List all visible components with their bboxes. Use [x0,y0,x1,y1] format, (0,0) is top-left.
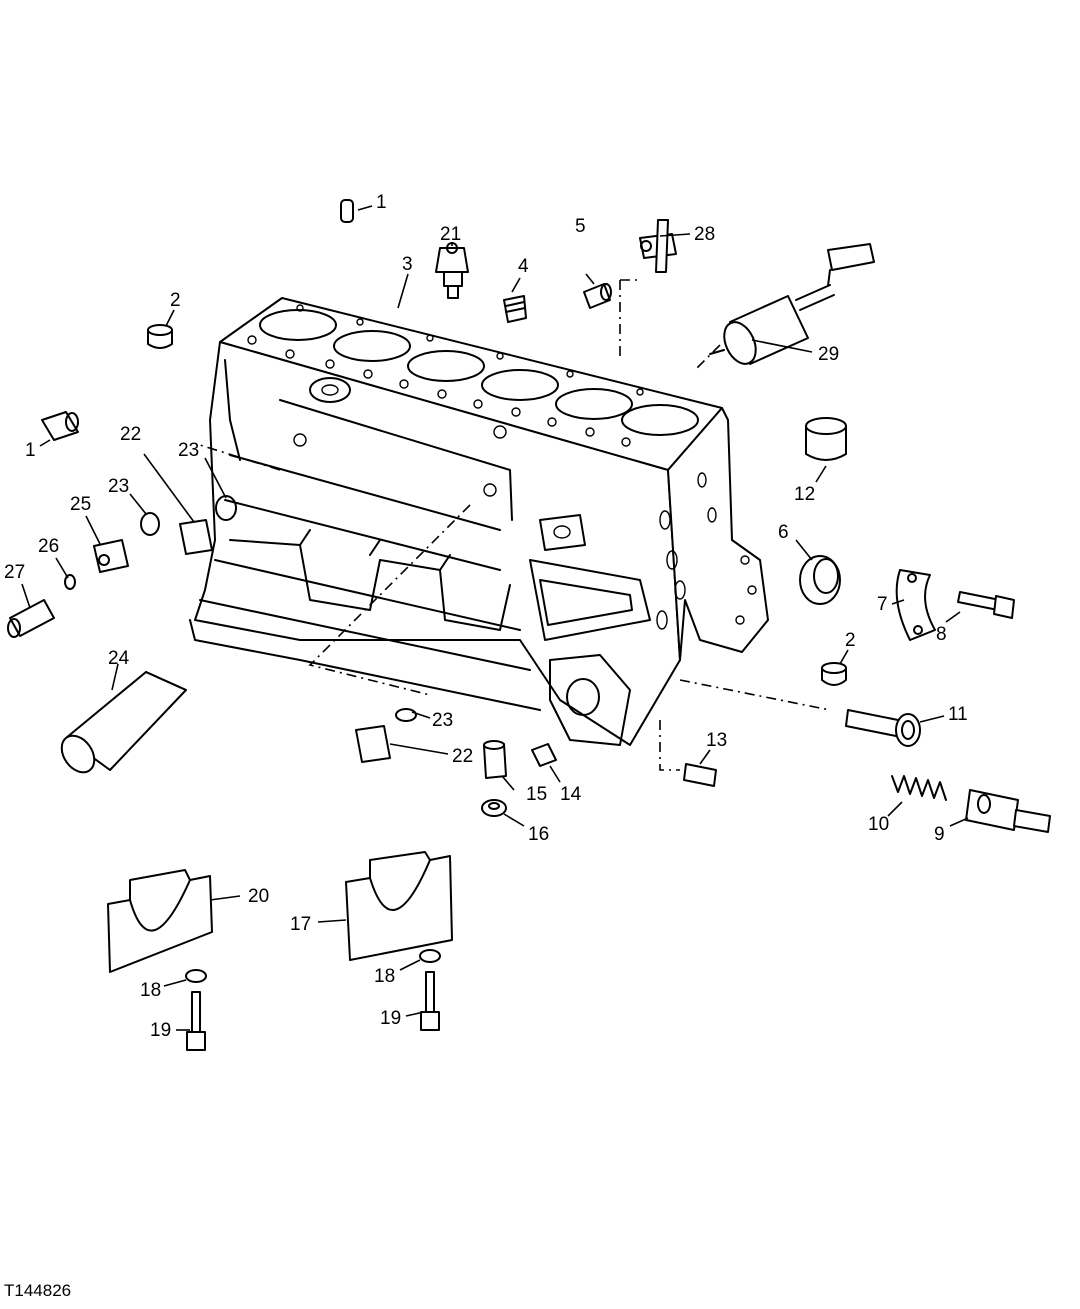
part-plug-lower [821,662,847,686]
part-plug-22-lower [355,708,417,763]
callout-3: 3 [402,254,413,275]
part-spring-10 [891,775,947,801]
part-fitting-27 [7,599,55,638]
callout-22-lower: 22 [452,746,473,767]
part-plug-14 [531,743,557,767]
cylinder-block [189,297,769,746]
callout-23-left: 23 [108,476,129,497]
part-washer-18b [419,949,441,963]
part-bolt-19b [420,971,440,1031]
part-bolt-19a [186,991,206,1051]
callout-25: 25 [70,494,91,515]
callout-10: 10 [868,814,889,835]
callout-18-left: 18 [140,980,161,1001]
callout-4: 4 [518,256,529,277]
callout-2-upper: 2 [170,290,181,311]
assembly-lines [199,279,831,771]
part-clip-28 [639,219,677,273]
part-heater-29 [709,243,875,365]
part-dowel-left [41,411,79,441]
part-bearing-cap-20 [107,869,213,973]
part-dowel-top [340,199,354,223]
leader-lines [21,205,969,1031]
part-bolt-8 [957,591,1015,619]
part-plug-22-left [140,495,237,555]
part-thrust-7 [895,569,936,641]
callout-19-right: 19 [380,1008,401,1029]
callout-23-upper: 23 [178,440,199,461]
callout-2-lower: 2 [845,630,856,651]
callout-8: 8 [936,624,947,645]
part-sealant-tube-24 [60,671,187,774]
part-plug-4 [503,295,527,323]
part-nozzle-15 [483,740,507,779]
callout-20: 20 [248,886,269,907]
part-plug-5 [583,283,612,309]
part-sender-21 [435,242,469,299]
callout-21: 21 [440,224,461,245]
callout-5: 5 [575,216,586,237]
part-plug-9 [965,789,1051,833]
part-cup-plug-12 [805,417,847,461]
callout-6: 6 [778,522,789,543]
callout-1-left: 1 [25,440,36,461]
callout-22-left: 22 [120,424,141,445]
callout-17: 17 [290,914,311,935]
part-washer-18a [185,969,207,983]
callout-9: 9 [934,824,945,845]
callout-12: 12 [794,484,815,505]
callout-28: 28 [694,224,715,245]
figure-id: T144826 [4,1281,71,1300]
callout-11: 11 [948,704,968,725]
callout-1-top: 1 [376,192,387,213]
callout-18-right: 18 [374,966,395,987]
callout-13: 13 [706,730,727,751]
callout-14: 14 [560,784,582,805]
callout-16: 16 [528,824,549,845]
part-oring-26 [64,574,76,590]
part-seal-6 [799,555,841,605]
callout-7: 7 [877,594,888,615]
callout-29: 29 [818,344,839,365]
callout-labels: 1 1 2 2 3 4 5 6 7 8 9 10 11 12 13 14 15 … [4,192,968,1041]
part-plug-upper [147,324,173,349]
part-bearing-cap-17 [345,851,453,961]
callout-24: 24 [108,648,130,669]
part-washer-16 [481,799,507,817]
callout-23-lower: 23 [432,710,453,731]
callout-26: 26 [38,536,59,557]
part-valve-11 [845,709,921,747]
part-pin-13 [683,763,717,787]
part-fitting-25 [93,539,129,573]
callout-19-left: 19 [150,1020,171,1041]
callout-15: 15 [526,784,547,805]
callout-27: 27 [4,562,25,583]
